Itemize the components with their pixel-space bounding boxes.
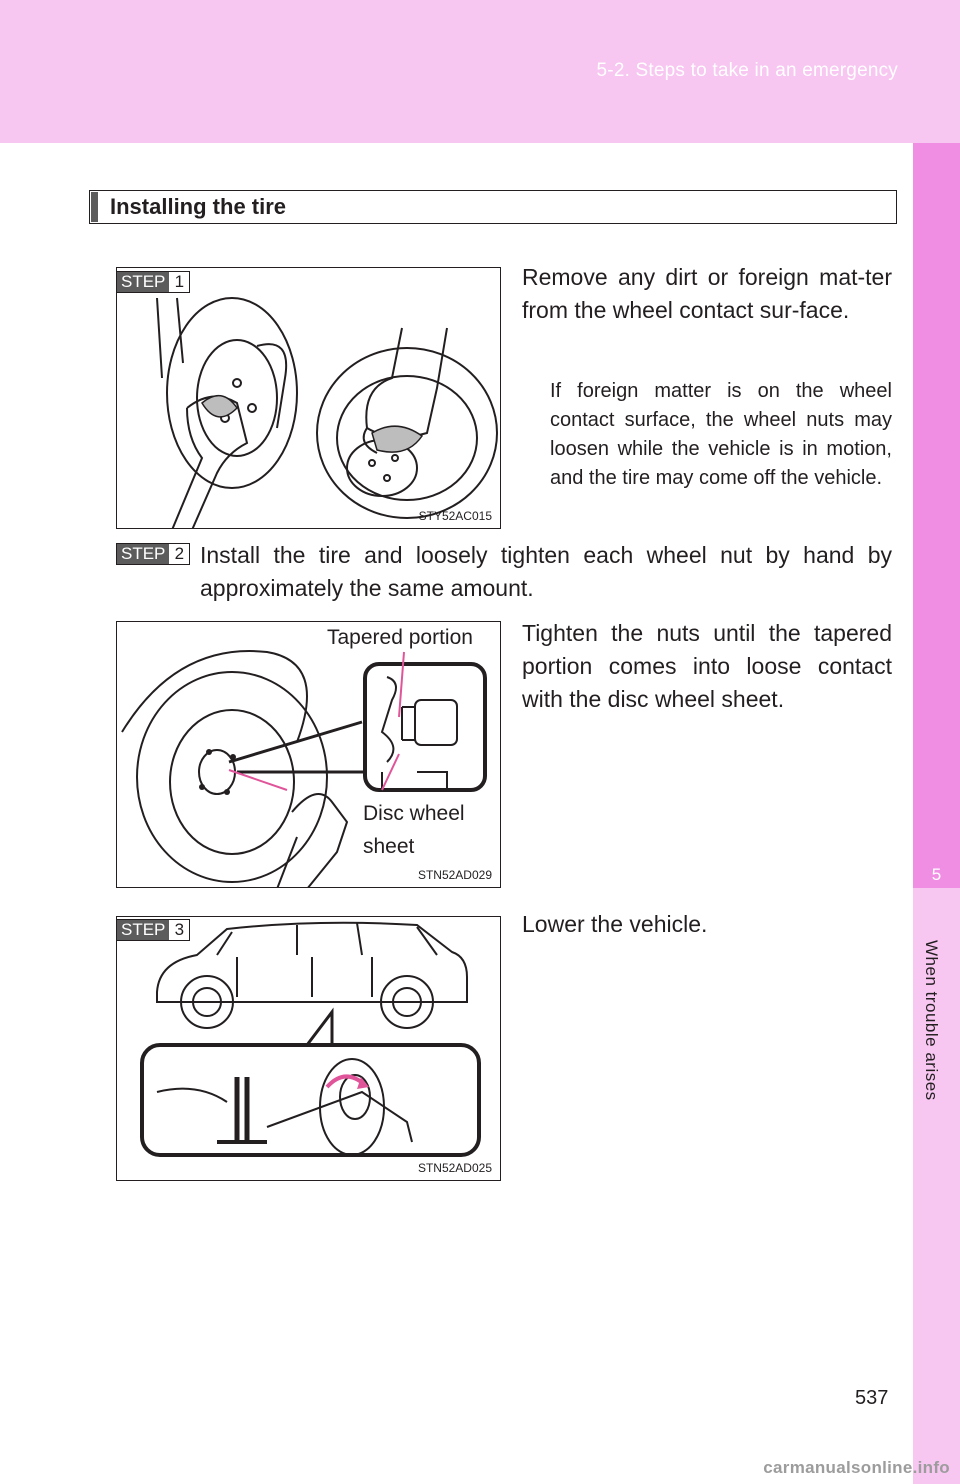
figure-code: STN52AD029 bbox=[417, 868, 492, 882]
section-reference: 5-2. Steps to take in an emergency bbox=[596, 60, 898, 81]
chapter-side-tab-active[interactable] bbox=[913, 143, 960, 888]
step-2-text: Install the tire and loosely tighten eac… bbox=[200, 542, 892, 601]
step-1-label: STEP 1 bbox=[116, 271, 191, 293]
step-3-text: Lower the vehicle. bbox=[522, 911, 708, 937]
step-word: STEP bbox=[117, 920, 170, 940]
wheel-nut-illustration bbox=[121, 650, 487, 887]
step-1-note: If foreign matter is on the wheel contac… bbox=[550, 380, 892, 489]
tapered-portion-label: Tapered portion bbox=[327, 626, 473, 650]
step3-figure: STN52AD025 bbox=[116, 916, 501, 1181]
lower-vehicle-illustration bbox=[140, 921, 481, 1157]
step-2-label: STEP 2 bbox=[116, 543, 191, 565]
figure-code: STN52AD025 bbox=[417, 1161, 492, 1175]
heading-bar bbox=[91, 192, 98, 222]
wheel-cleaning-illustration bbox=[156, 297, 498, 528]
step-number: 2 bbox=[169, 544, 190, 564]
step1-figure: STY52AC015 bbox=[116, 267, 501, 529]
page-header bbox=[0, 0, 960, 143]
chapter-number: 5 bbox=[931, 865, 942, 884]
page-number: 537 bbox=[855, 1387, 889, 1409]
step-number: 3 bbox=[169, 920, 190, 940]
step2-figure: Tapered portion Disc wheel sheet STN52AD… bbox=[116, 621, 501, 888]
step-3-label: STEP 3 bbox=[116, 919, 191, 941]
section-heading: Installing the tire bbox=[89, 190, 897, 224]
step-number: 1 bbox=[169, 272, 190, 292]
step-2-detail: Tighten the nuts until the tapered porti… bbox=[522, 620, 892, 712]
disc-wheel-label: Disc wheel bbox=[363, 802, 465, 826]
chapter-title: When trouble arises bbox=[922, 940, 941, 1101]
section-title: Installing the tire bbox=[110, 194, 287, 219]
watermark: carmanualsonline.info bbox=[763, 1458, 950, 1477]
disc-wheel-sheet-label: sheet bbox=[363, 835, 415, 859]
step-word: STEP bbox=[117, 544, 170, 564]
step-word: STEP bbox=[117, 272, 170, 292]
step-1-text: Remove any dirt or foreign mat-ter from … bbox=[522, 264, 892, 323]
figure-code: STY52AC015 bbox=[418, 509, 492, 523]
